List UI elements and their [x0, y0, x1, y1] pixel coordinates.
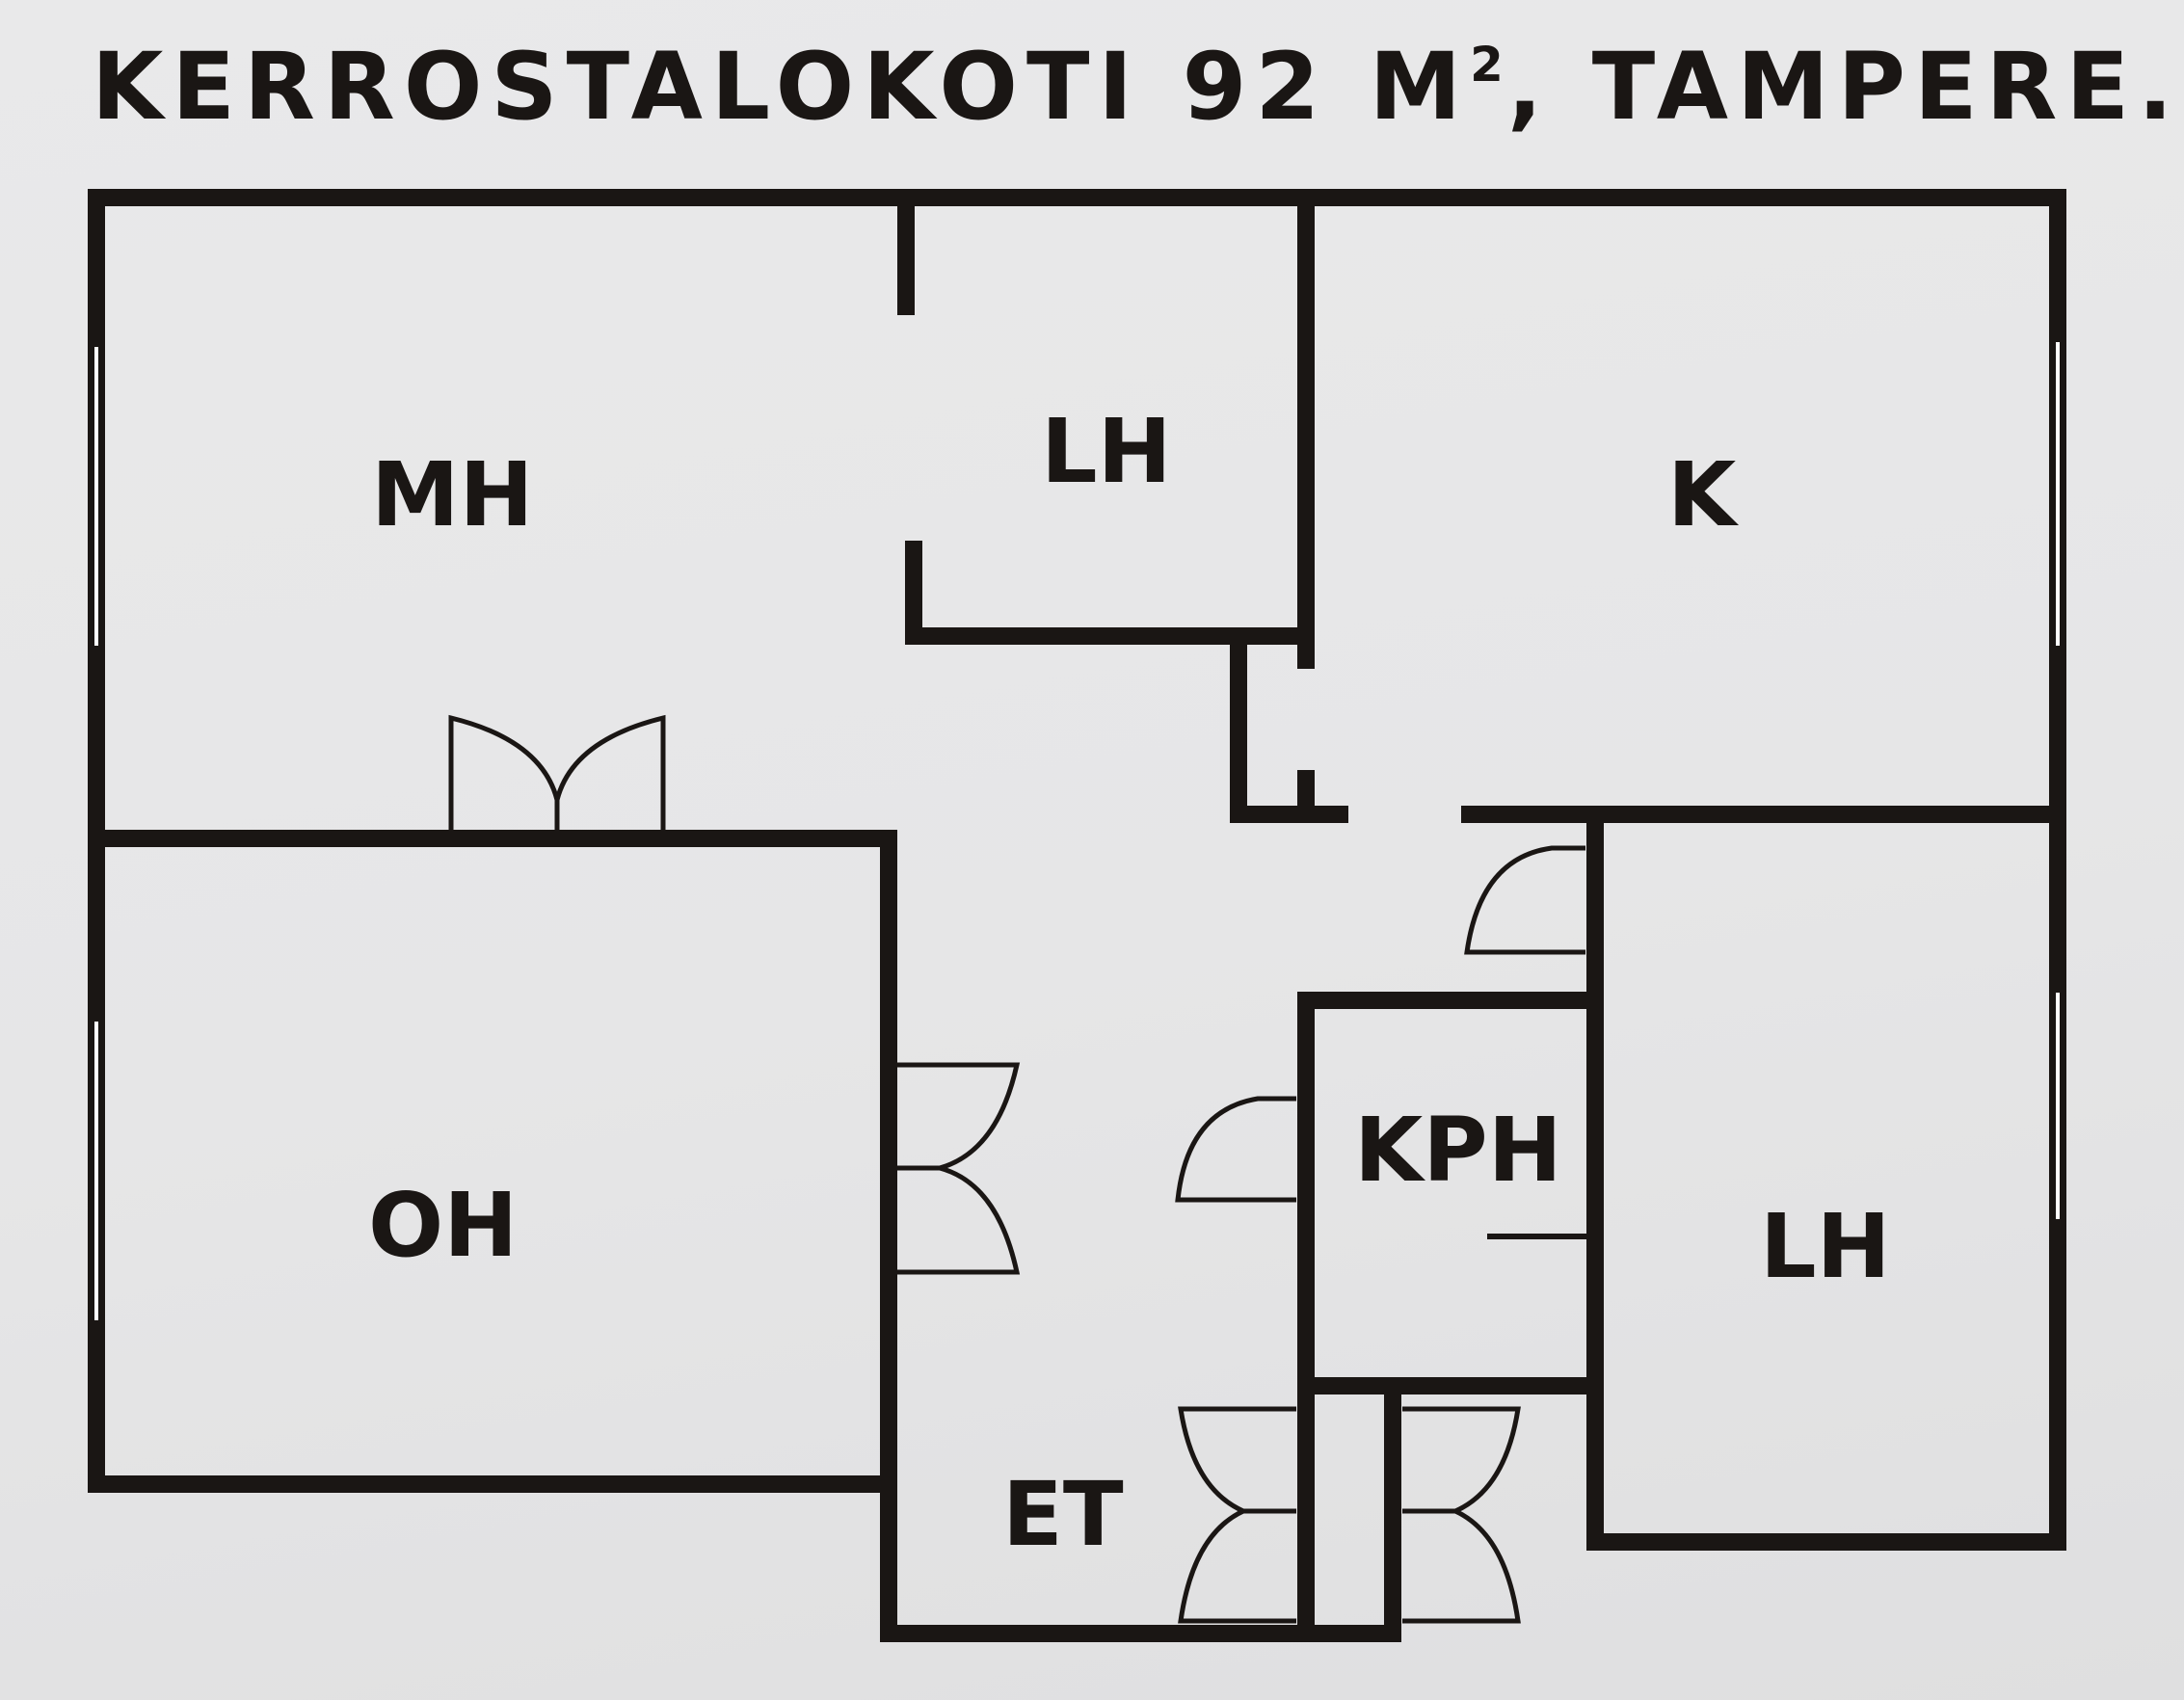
title-text: KERROSTALOKOTI 92 M — [92, 33, 1471, 141]
wall-kph — [1297, 992, 1604, 1395]
door-mh-oh-right — [554, 714, 666, 831]
wall-mh-lh-lower — [905, 541, 1315, 645]
door-oh-et-top — [896, 1062, 1021, 1171]
wall-closet — [1230, 635, 1348, 823]
room-label-k: K — [1667, 443, 1740, 546]
room-label-mh: MH — [371, 443, 534, 546]
door-oh-et-bottom — [896, 1165, 1021, 1275]
title-suffix: , TAMPERE. — [1506, 33, 2182, 141]
wall-oh-right — [880, 830, 1401, 1642]
room-label-oh: OH — [368, 1174, 518, 1277]
door-et-closet-bottom — [1178, 1508, 1296, 1624]
page-title: KERROSTALOKOTI 92 M2, TAMPERE. — [92, 36, 2182, 139]
windows — [94, 342, 2060, 1320]
title-superscript: 2 — [1470, 37, 1504, 93]
room-label-lh-top: LH — [1041, 400, 1172, 503]
room-label-lh-bottom: LH — [1760, 1195, 1891, 1298]
door-et-closet-top — [1178, 1406, 1296, 1514]
door-closet-right-top — [1402, 1406, 1521, 1514]
door-mh-oh-left — [448, 714, 560, 831]
room-labels: MH LH K OH KPH LH ET — [368, 400, 1891, 1566]
room-label-et: ET — [1002, 1463, 1124, 1566]
door-kph — [1175, 1096, 1296, 1203]
door-closet-right-bottom — [1402, 1508, 1521, 1624]
room-label-kph: KPH — [1354, 1099, 1562, 1202]
door-lh-bottom — [1464, 845, 1585, 955]
doors — [448, 714, 1588, 1624]
